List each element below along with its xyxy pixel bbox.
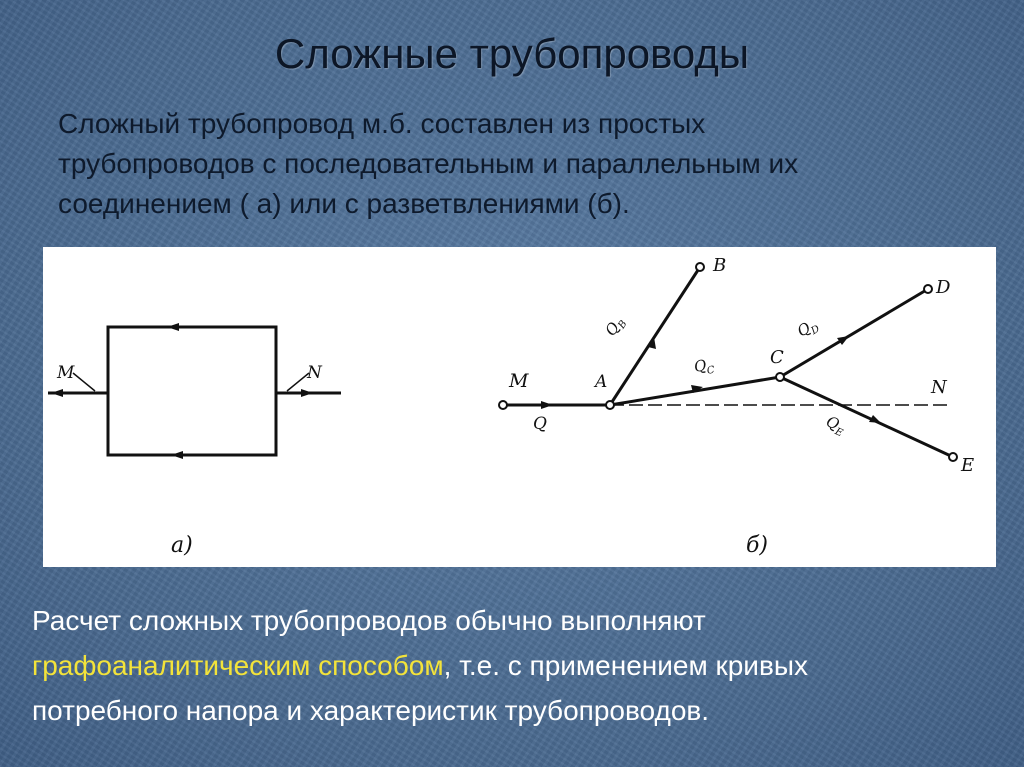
node-a: [605, 400, 615, 410]
node-e: [948, 452, 958, 462]
node-c: [775, 372, 785, 382]
bottom-text: Расчет сложных трубопроводов обычно выпо…: [32, 598, 1002, 733]
label-a: A: [593, 372, 607, 392]
arrow-qd: [837, 336, 849, 345]
diagram-b: M A B C D E N Q Q B Q C Q D Q E: [498, 255, 974, 558]
intro-line-3: соединением ( а) или с разветвлениями (б…: [58, 188, 630, 219]
flow-arrow-bottom: [171, 451, 183, 459]
pipe-a-b: [608, 266, 702, 406]
arrow-q: [541, 401, 553, 409]
label-e: E: [960, 455, 974, 476]
intro-text: Сложный трубопровод м.б. составлен из пр…: [58, 104, 988, 224]
label-m-a: M: [56, 363, 75, 383]
arrow-qe: [869, 415, 881, 423]
flow-label-qc: Q C: [693, 356, 716, 377]
pipeline-figure: M N а) M A B C D: [43, 247, 996, 567]
diagram-a: M N а): [48, 323, 341, 558]
bottom-line-2: графоаналитическим способом, т.е. с прим…: [32, 643, 1002, 688]
flow-label-qe: Q E: [823, 412, 845, 439]
parallel-loop: [106, 325, 278, 457]
pipe-c-d: [779, 287, 929, 379]
bottom-line-1: Расчет сложных трубопроводов обычно выпо…: [32, 605, 706, 636]
flow-label-qd: Q D: [794, 319, 822, 341]
label-d: D: [935, 277, 951, 298]
label-n-b: N: [930, 377, 948, 398]
label-n-a: N: [306, 363, 323, 383]
label-m-b: M: [508, 370, 529, 392]
node-m: [498, 400, 508, 410]
flow-arrow-inlet: [51, 389, 63, 397]
caption-a: а): [171, 533, 193, 558]
inlet-leader: [72, 372, 96, 392]
label-c: C: [770, 347, 784, 368]
intro-line-1: Сложный трубопровод м.б. составлен из пр…: [58, 108, 706, 139]
intro-line-2: трубопроводов с последовательным и парал…: [58, 148, 799, 179]
flow-label-q: Q: [533, 414, 547, 434]
slide-title: Сложные трубопроводы: [274, 30, 750, 77]
pipe-c-e: [779, 375, 954, 459]
node-b: [695, 262, 705, 272]
bottom-line-3: потребного напора и характеристик трубоп…: [32, 695, 710, 726]
outlet-leader: [286, 372, 310, 392]
arrow-qc: [691, 385, 703, 393]
bottom-line-2-rest: , т.е. с применением кривых: [443, 650, 808, 681]
pipeline-diagrams-svg: M N а) M A B C D: [48, 255, 974, 558]
flow-arrow-outlet: [301, 389, 313, 397]
flow-arrow-top: [167, 323, 179, 331]
caption-b: б): [746, 533, 768, 558]
svg-text:C: C: [706, 365, 716, 377]
node-d: [923, 284, 933, 294]
svg-text:Q: Q: [693, 356, 708, 376]
arrow-qb: [648, 337, 656, 349]
label-b: B: [712, 255, 726, 276]
highlight-term: графоаналитическим способом: [32, 650, 444, 681]
flow-label-qb: Q B: [601, 319, 629, 340]
